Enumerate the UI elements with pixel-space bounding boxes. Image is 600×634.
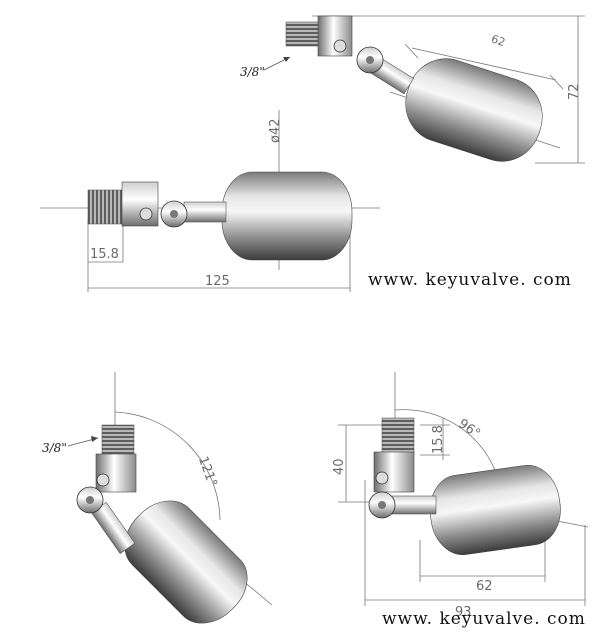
v1-thread-label: 3/8" (240, 65, 265, 79)
float-arm (391, 495, 437, 515)
v4-total-label: 93 (455, 605, 472, 620)
valve-body (121, 181, 159, 227)
v1-length-label: 62 (490, 32, 507, 49)
v4-angle-label: 96° (455, 416, 482, 442)
thread-nipple (101, 424, 135, 456)
v4-ball-label: 62 (476, 579, 493, 594)
float-ball (429, 464, 561, 555)
v2-total-label: 125 (205, 274, 230, 289)
watermark-upper: www. keyuvalve. com (368, 270, 572, 290)
angle-arc (114, 411, 221, 521)
v2-diameter-label: ø42 (268, 119, 283, 144)
v1-height-label: 72 (567, 83, 582, 100)
v4-height-label: 40 (332, 458, 347, 475)
float-arm (183, 201, 227, 223)
v4-nipple-label: 15.8 (431, 425, 446, 454)
v2-nipple-label: 15.8 (90, 247, 119, 262)
view-3-lowered-float (67, 372, 273, 624)
view-4-raised-float (338, 372, 589, 606)
view-2-horizontal-float (40, 110, 380, 292)
v3-thread-label: 3/8" (42, 441, 67, 455)
thread-nipple (285, 21, 321, 47)
float-ball (221, 171, 353, 261)
angle-arc (394, 409, 496, 471)
v3-angle-label: 121° (195, 454, 220, 489)
float-ball (124, 500, 248, 624)
float-ball (405, 58, 543, 162)
thread-nipple (381, 417, 415, 455)
watermark-lower: www. keyuvalve. com (382, 609, 586, 629)
length-dim-line (411, 47, 557, 81)
thread-nipple (87, 189, 125, 225)
view-1-tilted-float (263, 15, 585, 164)
valve-body (317, 15, 353, 57)
